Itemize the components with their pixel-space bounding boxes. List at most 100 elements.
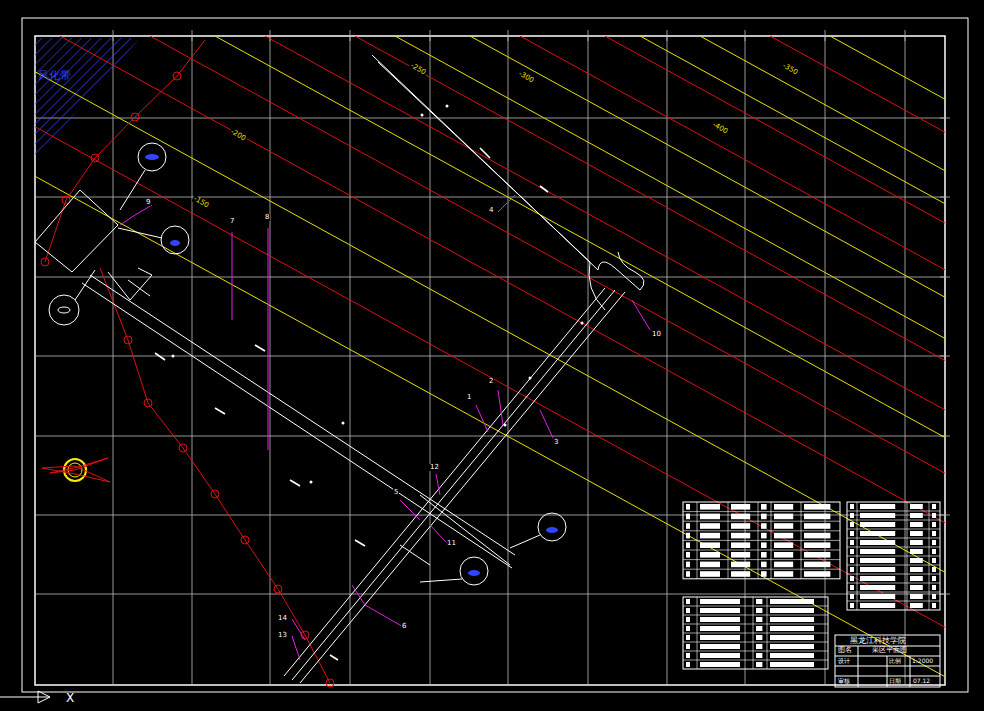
hatched-zone (35, 38, 140, 160)
table-cell-mark (860, 603, 895, 608)
callout-number: 5 (393, 489, 399, 496)
table-row (847, 547, 940, 548)
contour-line (215, 36, 945, 438)
contour-line (395, 36, 945, 339)
outer-frame (22, 18, 968, 692)
grid-line (825, 36, 826, 685)
tick (940, 197, 950, 198)
table-row (683, 642, 828, 643)
table-row (683, 651, 828, 652)
contour-label: -350 (781, 62, 800, 77)
fault-trace (100, 268, 330, 683)
table-cell-mark (686, 533, 690, 539)
table-row (683, 511, 840, 512)
equipment-marks (155, 148, 548, 660)
table-col (929, 502, 930, 610)
table-frame (847, 502, 940, 610)
grid-line (35, 436, 945, 437)
table-cell-mark (910, 585, 923, 590)
table-cell-mark (761, 523, 767, 529)
table-cell-mark (700, 644, 740, 649)
table-cell-mark (774, 542, 793, 548)
fault-mark (211, 490, 219, 498)
table-cell-mark (686, 635, 690, 640)
table-cell-mark (731, 504, 750, 510)
fault-mark (124, 336, 132, 344)
tick (588, 30, 589, 41)
table-cell-mark (774, 571, 793, 577)
table-cell-mark (860, 531, 895, 536)
table-cell-mark (804, 571, 830, 577)
table-cell-mark (804, 552, 830, 558)
table-cell-mark (686, 653, 690, 658)
table-cell-mark (686, 552, 690, 558)
north-arrow (42, 458, 110, 482)
tick (940, 118, 950, 119)
tick (192, 30, 193, 41)
contour-line (35, 127, 945, 628)
tick (905, 30, 906, 41)
fault-mark (41, 258, 49, 266)
ucs-icon (0, 691, 50, 703)
contour-label: -200 (229, 128, 248, 143)
table-cell-mark (756, 635, 762, 640)
table-cell-mark (700, 514, 720, 520)
title-block-text: 比例 (889, 658, 901, 664)
callout-number: 1 (466, 394, 472, 401)
table-cell-mark (932, 603, 936, 608)
table-row (847, 529, 940, 530)
inner-frame (35, 36, 945, 685)
table-cell-mark (761, 514, 767, 520)
grid-line (508, 36, 509, 685)
table-cell-mark (932, 585, 936, 590)
contour-line (265, 36, 945, 410)
title-block-text: 设计 (838, 658, 850, 664)
table-cell-mark (686, 542, 690, 548)
table-cell-mark (700, 562, 720, 568)
legend-tables (683, 502, 940, 669)
table-cell-mark (770, 617, 814, 622)
table-cell-mark (700, 542, 720, 548)
table-cell-mark (850, 567, 854, 572)
table-cell-mark (770, 635, 814, 640)
table-row (847, 511, 940, 512)
callout-number: 6 (401, 623, 407, 630)
table-row (683, 521, 840, 522)
contour-line (35, 72, 945, 573)
table-cell-mark (686, 662, 690, 667)
table-row (683, 660, 828, 661)
callout-number: 3 (553, 439, 559, 446)
table-cell-mark (850, 522, 854, 527)
table-cell-mark (804, 533, 830, 539)
title-block-text: 采区平面图 (872, 647, 907, 654)
callout-number: 8 (264, 214, 270, 221)
callout-number: 11 (446, 540, 457, 547)
fault-mark (179, 444, 187, 452)
table-cell-mark (932, 549, 936, 554)
grid-line (350, 36, 351, 685)
magenta-lines (120, 195, 650, 660)
table-cell-mark (731, 514, 750, 520)
table-col (801, 502, 802, 579)
table-cell-mark (700, 608, 740, 613)
table-cell-mark (910, 504, 923, 509)
table-cell-mark (910, 531, 923, 536)
table-cell-mark (804, 562, 830, 568)
table-cell-mark (700, 552, 720, 558)
table-row (847, 538, 940, 539)
table-cell-mark (756, 599, 762, 604)
title-block-text: 审核 (838, 678, 850, 684)
title-block-text: 1:2000 (912, 658, 933, 664)
table-row (683, 530, 840, 531)
table-cell-mark (686, 571, 690, 577)
table-col (907, 502, 908, 610)
table-cell-mark (910, 594, 923, 599)
fault-mark (131, 113, 139, 121)
contour-line (470, 36, 945, 297)
tick (508, 30, 509, 41)
table-cell-mark (860, 513, 895, 518)
table-cell-mark (850, 531, 854, 536)
table-cell-mark (761, 533, 767, 539)
symbol-circles (49, 143, 566, 585)
contour-line (770, 36, 945, 132)
